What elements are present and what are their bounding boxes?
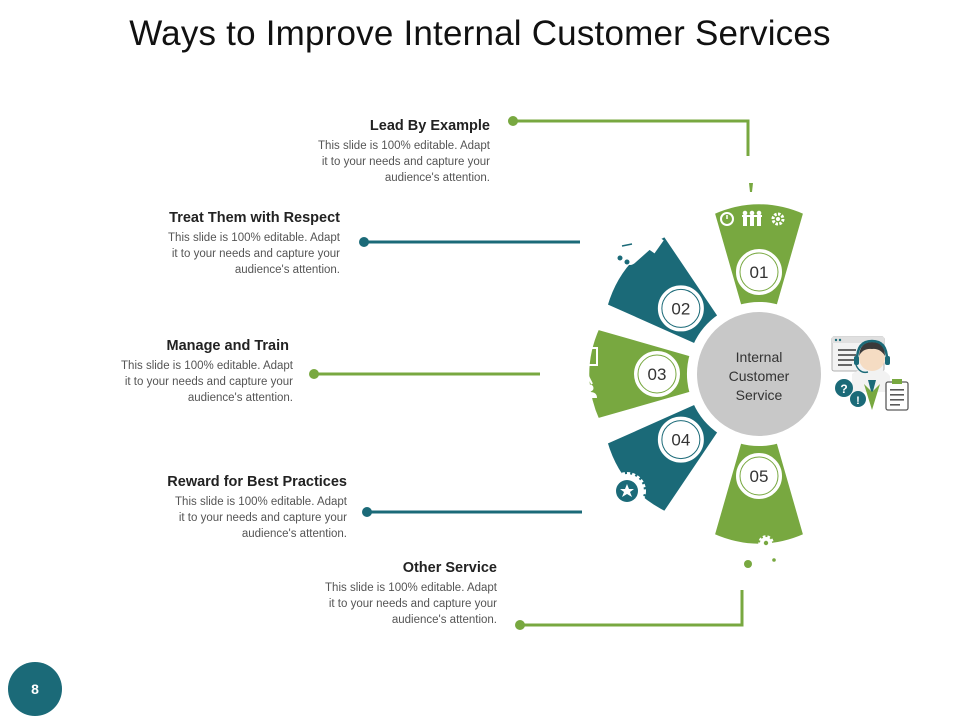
customer-support-agent-icon: ? !: [831, 336, 909, 411]
number-label-05: 05: [750, 467, 769, 486]
petal-segments: 01 02 03 04 05: [585, 200, 808, 548]
item-04-text: Reward for Best Practices This slide is …: [117, 474, 347, 542]
number-label-04: 04: [671, 431, 690, 450]
number-badge-02: [655, 283, 706, 334]
leader-team-icon: [720, 166, 785, 226]
center-label-line-1: Internal: [736, 349, 783, 365]
presentation-training-icon: [553, 347, 598, 398]
page-number-badge: 8: [8, 662, 62, 716]
center-label-line-2: Customer: [729, 368, 790, 384]
item-05-description: This slide is 100% editable. Adapt it to…: [325, 582, 497, 626]
award-badge-icon: [608, 472, 646, 524]
handshake-icon: [592, 234, 664, 265]
item-04-heading: Reward for Best Practices: [167, 474, 347, 490]
svg-text:?: ?: [840, 382, 847, 396]
slide-title: Ways to Improve Internal Customer Servic…: [129, 14, 831, 53]
number-label-03: 03: [648, 365, 667, 384]
center-label-line-3: Service: [736, 387, 783, 403]
item-01-description: This slide is 100% editable. Adapt it to…: [318, 140, 490, 184]
item-05-text: Other Service This slide is 100% editabl…: [267, 560, 497, 628]
item-03-heading: Manage and Train: [166, 338, 289, 354]
item-01-text: Lead By Example This slide is 100% edita…: [270, 118, 490, 186]
number-badge-03: [632, 349, 682, 399]
connector-01: [513, 119, 750, 156]
number-label-01: 01: [750, 263, 769, 282]
number-badge-05: [734, 451, 784, 501]
number-label-02: 02: [671, 299, 690, 318]
item-02-heading: Treat Them with Respect: [169, 210, 340, 226]
number-badge-01: [734, 247, 784, 297]
item-01-heading: Lead By Example: [369, 118, 490, 134]
item-03-text: Manage and Train This slide is 100% edit…: [63, 338, 293, 406]
svg-text:!: !: [856, 395, 860, 407]
item-04-description: This slide is 100% editable. Adapt it to…: [175, 496, 347, 540]
item-05-heading: Other Service: [402, 560, 497, 576]
connector-lines: [309, 116, 750, 630]
gears-icon: [734, 535, 781, 578]
item-03-description: This slide is 100% editable. Adapt it to…: [121, 360, 293, 404]
item-02-description: This slide is 100% editable. Adapt it to…: [168, 232, 340, 276]
number-badge-04: [655, 414, 706, 465]
center-circle: [697, 312, 821, 436]
item-02-text: Treat Them with Respect This slide is 10…: [110, 210, 340, 278]
connector-05: [520, 590, 744, 627]
